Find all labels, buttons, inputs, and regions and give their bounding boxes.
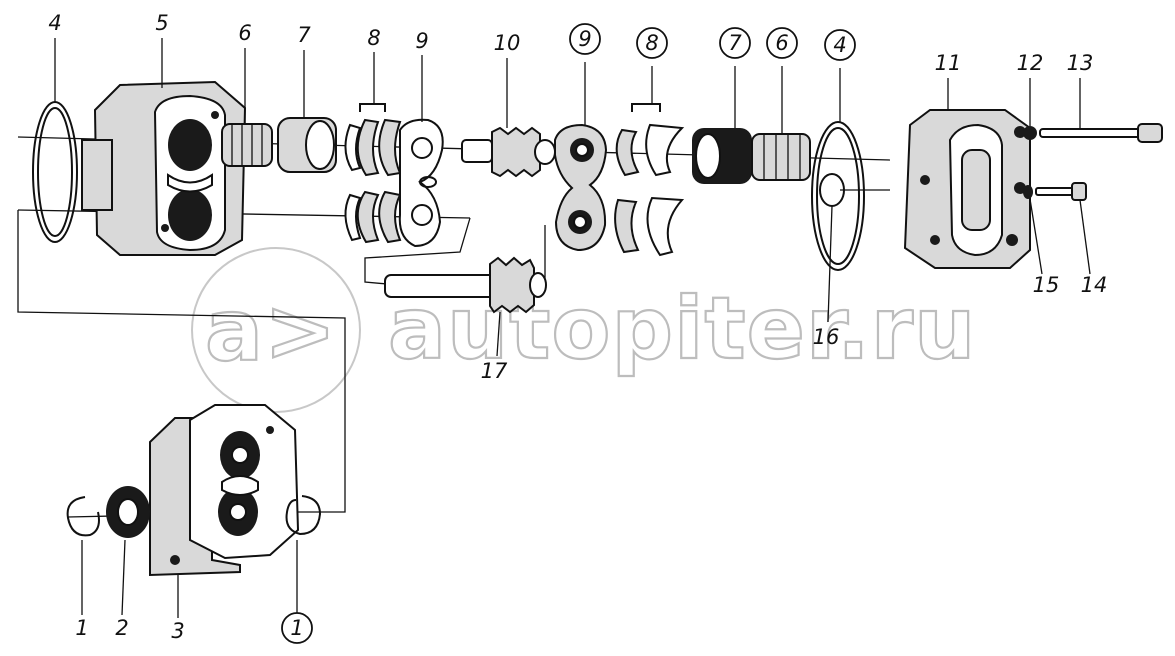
callout-9c: 9 [569, 23, 601, 125]
callout-7c: 7 [719, 27, 751, 128]
callout-circle [636, 27, 668, 59]
callout-label: 8 [645, 31, 658, 55]
callout-label: 10 [494, 31, 521, 55]
callout-leader [121, 539, 126, 616]
part-o-ring-left [32, 101, 78, 243]
callout-9: 9 [415, 29, 429, 122]
callout-circle [569, 23, 601, 55]
callout-label: 1 [290, 616, 303, 640]
callout-label: 9 [578, 27, 591, 51]
part-bushing-left [277, 117, 337, 173]
part-housing-front [81, 80, 247, 256]
callout-circle [824, 29, 856, 61]
part-oil-seal [106, 486, 150, 538]
callout-label: 9 [415, 29, 428, 53]
part-rear-cover [903, 109, 1031, 269]
part-wear-plate-left [398, 118, 444, 248]
part-bearing-left [221, 123, 273, 167]
watermark-logo-ring [191, 247, 361, 413]
callout-leader [827, 205, 833, 323]
callout-14: 14 [1079, 199, 1108, 297]
callout-10: 10 [494, 31, 521, 128]
callout-label: 3 [171, 619, 184, 643]
callout-circle [766, 27, 798, 59]
callout-6: 6 [238, 21, 252, 124]
callout-label: 14 [1081, 273, 1108, 297]
callout-label: 7 [297, 23, 311, 47]
part-retaining-ring-right [285, 495, 322, 536]
callout-5: 5 [155, 11, 169, 88]
callout-leader [1079, 199, 1091, 275]
callout-4: 4 [48, 11, 62, 102]
callout-leader [496, 311, 501, 357]
callout-label: 6 [775, 31, 788, 55]
watermark: a> autopiter.ru [191, 247, 976, 413]
callout-15: 15 [1029, 198, 1060, 297]
callout-11: 11 [935, 51, 962, 110]
part-drive-gear [461, 126, 556, 178]
callout-circle [719, 27, 751, 59]
part-bushing-right [692, 128, 752, 184]
callout-label: 4 [48, 11, 61, 35]
part-short-bolt [1035, 182, 1087, 201]
part-wear-plate-right [554, 123, 608, 252]
callout-label: 6 [238, 21, 251, 45]
callout-13: 13 [1067, 51, 1094, 129]
part-small-washer [1023, 185, 1033, 199]
part-long-bolt [1039, 123, 1163, 143]
part-seal-plates-left [344, 103, 402, 244]
callout-label: 12 [1017, 51, 1044, 75]
callout-2: 2 [115, 539, 129, 640]
callout-label: 11 [935, 51, 962, 75]
callout-label: 8 [367, 26, 380, 50]
callout-label: 15 [1033, 273, 1060, 297]
part-retaining-ring-left [66, 496, 100, 537]
callout-label: 5 [155, 11, 168, 35]
callout-6c: 6 [766, 27, 798, 134]
callout-1c: 1 [281, 540, 313, 644]
callout-label: 17 [481, 359, 508, 383]
callout-label: 7 [728, 31, 742, 55]
callout-16: 16 [813, 205, 840, 349]
part-seal-plates-right [614, 103, 685, 257]
part-bearing-right [751, 133, 811, 181]
callout-label: 4 [833, 33, 846, 57]
callout-4c: 4 [824, 29, 856, 122]
callout-leader [1029, 198, 1043, 275]
part-washer [1023, 126, 1037, 140]
callout-3: 3 [171, 575, 185, 643]
callout-12: 12 [1017, 51, 1044, 126]
watermark-logo: a> [205, 281, 337, 381]
callout-8: 8 [367, 26, 381, 104]
callout-label: 1 [75, 616, 88, 640]
part-o-ring-right [811, 121, 865, 271]
callout-label: 13 [1067, 51, 1094, 75]
callout-circle [281, 612, 313, 644]
callout-8c: 8 [636, 27, 668, 104]
callout-1: 1 [75, 540, 89, 640]
callout-label: 16 [813, 325, 840, 349]
part-mounting-flange [149, 404, 300, 577]
callout-7: 7 [297, 23, 311, 118]
callout-label: 2 [115, 616, 128, 640]
part-driven-gear [384, 256, 547, 314]
callout-17: 17 [481, 311, 508, 383]
